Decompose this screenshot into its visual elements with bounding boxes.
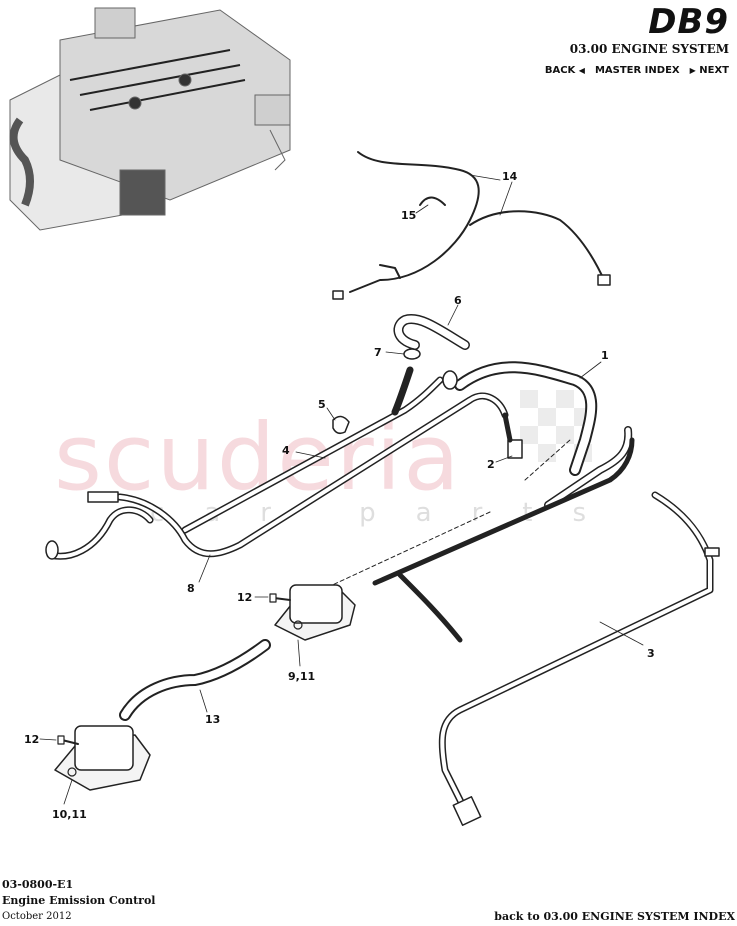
callout-12-lower: 12 <box>24 733 39 746</box>
left-arrow-icon: ◀ <box>578 66 585 75</box>
diagram-name: Engine Emission Control <box>2 894 156 907</box>
canister-9-11 <box>274 584 356 641</box>
callout-8: 8 <box>187 582 195 595</box>
next-label: NEXT <box>699 65 729 76</box>
diagram-date: October 2012 <box>2 911 72 922</box>
callout-7: 7 <box>374 346 382 359</box>
db9-logo: DB9 <box>648 2 729 42</box>
diagram-code: 03-0800-E1 <box>2 878 74 891</box>
callout-15: 15 <box>401 209 416 222</box>
back-link[interactable]: BACK ◀ <box>545 65 585 76</box>
callout-6: 6 <box>454 294 462 307</box>
callout-9-11: 9,11 <box>288 670 315 683</box>
canister-10-11 <box>54 725 151 791</box>
next-link[interactable]: ▶ NEXT <box>690 65 729 76</box>
clip-5 <box>332 415 350 435</box>
back-to-index-link[interactable]: back to 03.00 ENGINE SYSTEM INDEX <box>494 910 735 923</box>
master-index-link[interactable]: MASTER INDEX <box>594 65 680 76</box>
callout-2: 2 <box>487 458 495 471</box>
engine-overview-illustration <box>9 7 291 231</box>
flag-watermark <box>520 390 592 462</box>
navigation-bar: BACK ◀ MASTER INDEX ▶ NEXT <box>545 65 729 76</box>
right-arrow-icon: ▶ <box>689 66 696 75</box>
callout-4: 4 <box>282 444 290 457</box>
callout-14: 14 <box>502 170 518 183</box>
callout-3: 3 <box>647 647 655 660</box>
system-title: 03.00 ENGINE SYSTEM <box>569 42 729 56</box>
callout-12-upper: 12 <box>237 591 252 604</box>
callout-10-11: 10,11 <box>52 808 87 821</box>
callout-5: 5 <box>318 398 326 411</box>
harness-14 <box>349 151 480 293</box>
callout-1: 1 <box>601 349 609 362</box>
back-label: BACK <box>544 65 576 76</box>
callout-13: 13 <box>205 713 220 726</box>
pipe-8 <box>91 392 509 558</box>
